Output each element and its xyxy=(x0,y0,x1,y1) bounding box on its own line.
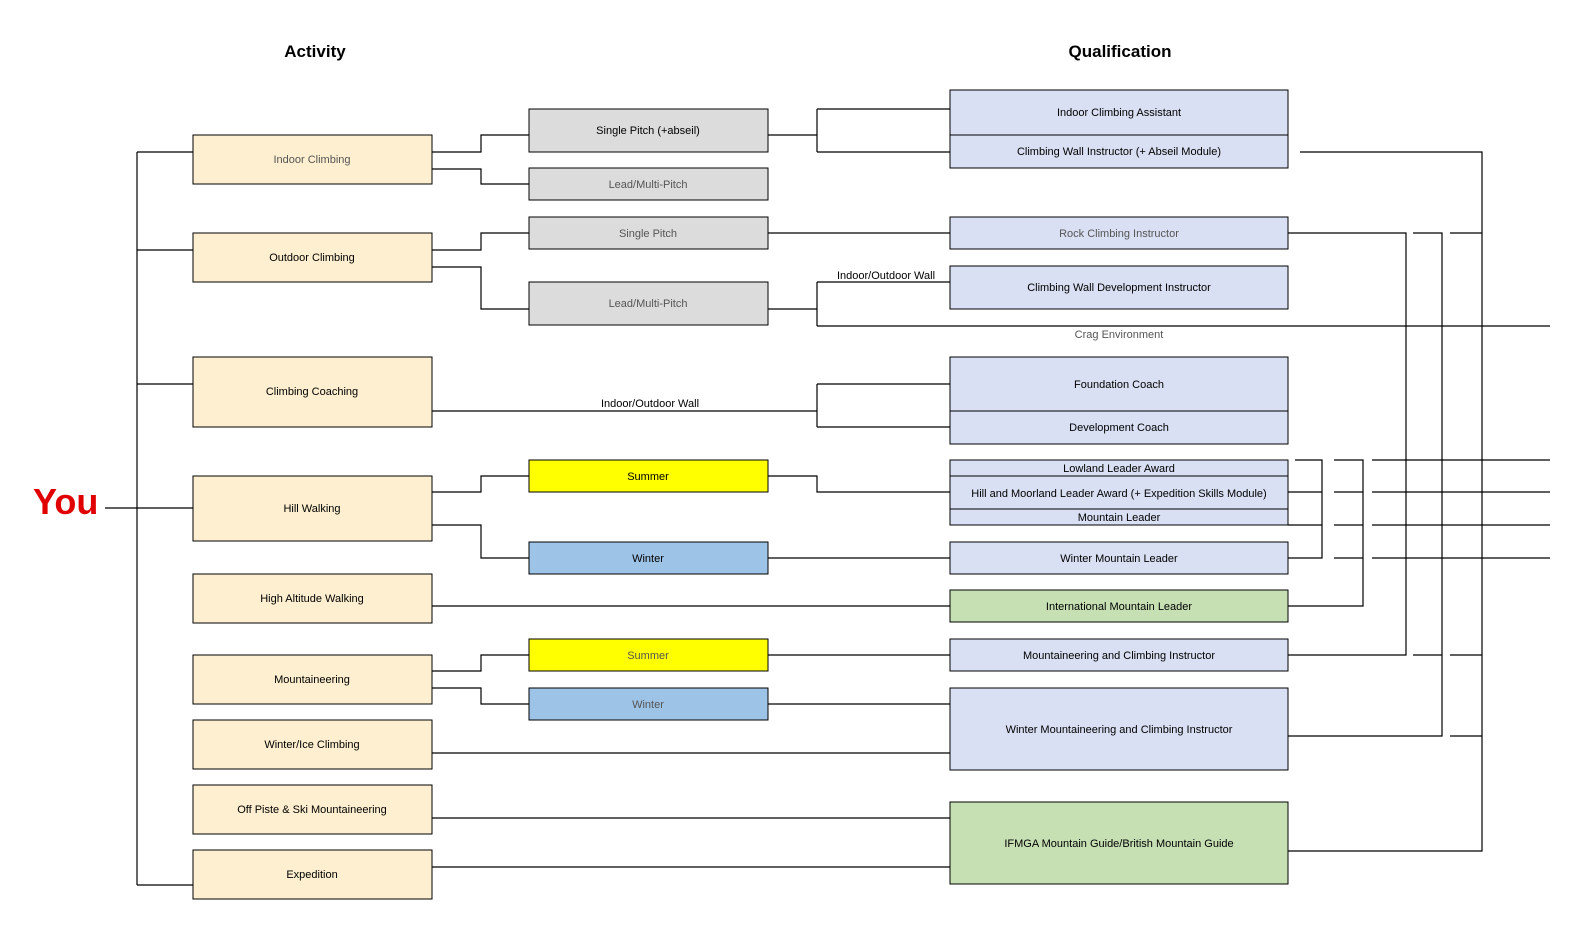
activity-box-outdoor-climbing: Outdoor Climbing xyxy=(192,232,433,283)
svg-text:Hill and Moorland Leader Award: Hill and Moorland Leader Award (+ Expedi… xyxy=(971,488,1266,500)
qual-box-international-mountain-leader: International Mountain Leader xyxy=(949,589,1289,623)
svg-text:Foundation Coach: Foundation Coach xyxy=(1074,379,1164,391)
qual-box-lowland-leader: Lowland Leader Award xyxy=(949,459,1289,477)
svg-text:Climbing Coaching: Climbing Coaching xyxy=(266,386,358,398)
annotation-indoor-outdoor-wall-1: Indoor/Outdoor Wall xyxy=(837,270,935,282)
middle-box-summer-mountaineering: Summer xyxy=(528,638,769,672)
activity-column: Indoor Climbing Outdoor Climbing Climbin… xyxy=(192,134,433,900)
svg-text:Outdoor Climbing: Outdoor Climbing xyxy=(269,252,355,264)
svg-text:High Altitude Walking: High Altitude Walking xyxy=(260,593,364,605)
annotation-crag-environment: Crag Environment xyxy=(1075,329,1164,341)
svg-text:Winter Mountain Leader: Winter Mountain Leader xyxy=(1060,553,1178,565)
svg-text:Expedition: Expedition xyxy=(286,869,337,881)
middle-box-single-pitch-abseil: Single Pitch (+abseil) xyxy=(528,108,769,153)
middle-column: Single Pitch (+abseil) Lead/Multi-Pitch … xyxy=(528,108,769,721)
activity-box-high-altitude-walking: High Altitude Walking xyxy=(192,573,433,624)
svg-text:Mountaineering: Mountaineering xyxy=(274,674,350,686)
svg-text:Winter Mountaineering and Clim: Winter Mountaineering and Climbing Instr… xyxy=(1006,724,1233,736)
activity-box-off-piste: Off Piste & Ski Mountaineering xyxy=(192,784,433,835)
svg-text:Mountain Leader: Mountain Leader xyxy=(1078,512,1161,524)
svg-text:Winter: Winter xyxy=(632,553,664,565)
you-label: You xyxy=(33,481,98,522)
svg-text:International Mountain Leader: International Mountain Leader xyxy=(1046,601,1192,613)
qual-box-ifmga-mountain-guide: IFMGA Mountain Guide/British Mountain Gu… xyxy=(949,801,1289,885)
svg-text:Single Pitch (+abseil): Single Pitch (+abseil) xyxy=(596,125,700,137)
qualification-header: Qualification xyxy=(1069,42,1172,61)
middle-box-winter-mountaineering: Winter xyxy=(528,687,769,721)
middle-box-single-pitch: Single Pitch xyxy=(528,216,769,250)
svg-text:Lowland Leader Award: Lowland Leader Award xyxy=(1063,463,1175,475)
activity-box-hill-walking: Hill Walking xyxy=(192,475,433,542)
annotation-indoor-outdoor-wall-2: Indoor/Outdoor Wall xyxy=(601,398,699,410)
svg-text:Lead/Multi-Pitch: Lead/Multi-Pitch xyxy=(609,179,688,191)
svg-text:Single Pitch: Single Pitch xyxy=(619,228,677,240)
svg-text:IFMGA Mountain Guide/British M: IFMGA Mountain Guide/British Mountain Gu… xyxy=(1004,838,1233,850)
svg-text:Winter: Winter xyxy=(632,699,664,711)
middle-box-summer-hill: Summer xyxy=(528,459,769,493)
svg-text:Indoor Climbing: Indoor Climbing xyxy=(273,154,350,166)
activity-box-climbing-coaching: Climbing Coaching xyxy=(192,356,433,428)
svg-text:Rock Climbing Instructor: Rock Climbing Instructor xyxy=(1059,228,1179,240)
qual-box-mountaineering-climbing-instructor: Mountaineering and Climbing Instructor xyxy=(949,638,1289,672)
svg-text:Indoor Climbing Assistant: Indoor Climbing Assistant xyxy=(1057,107,1181,119)
middle-box-winter-hill: Winter xyxy=(528,541,769,575)
svg-text:Climbing Wall Instructor (+ Ab: Climbing Wall Instructor (+ Abseil Modul… xyxy=(1017,146,1221,158)
activity-box-expedition: Expedition xyxy=(192,849,433,900)
svg-text:Summer: Summer xyxy=(627,650,669,662)
qual-box-hill-moorland-leader: Hill and Moorland Leader Award (+ Expedi… xyxy=(949,475,1289,510)
qual-box-winter-mountain-leader: Winter Mountain Leader xyxy=(949,541,1289,575)
activity-box-winter-ice-climbing: Winter/Ice Climbing xyxy=(192,719,433,770)
activity-box-mountaineering: Mountaineering xyxy=(192,654,433,705)
svg-text:Hill Walking: Hill Walking xyxy=(283,503,340,515)
qual-box-foundation-coach: Foundation Coach xyxy=(949,356,1289,412)
qualification-column: Indoor Climbing Assistant Climbing Wall … xyxy=(949,89,1289,885)
svg-text:Development Coach: Development Coach xyxy=(1069,422,1169,434)
middle-box-lead-multi-pitch-outdoor: Lead/Multi-Pitch xyxy=(528,281,769,326)
connector-lines xyxy=(105,108,1550,886)
svg-text:Off Piste & Ski Mountaineering: Off Piste & Ski Mountaineering xyxy=(237,804,387,816)
qual-box-climbing-wall-development-instructor: Climbing Wall Development Instructor xyxy=(949,265,1289,310)
qual-box-rock-climbing-instructor: Rock Climbing Instructor xyxy=(949,216,1289,250)
qual-box-mountain-leader: Mountain Leader xyxy=(949,508,1289,526)
qual-box-winter-mountaineering-climbing-instructor: Winter Mountaineering and Climbing Instr… xyxy=(949,687,1289,771)
activity-header: Activity xyxy=(284,42,346,61)
svg-text:Lead/Multi-Pitch: Lead/Multi-Pitch xyxy=(609,298,688,310)
middle-box-lead-multi-pitch-indoor: Lead/Multi-Pitch xyxy=(528,167,769,201)
svg-text:Winter/Ice Climbing: Winter/Ice Climbing xyxy=(264,739,359,751)
svg-text:Mountaineering and Climbing In: Mountaineering and Climbing Instructor xyxy=(1023,650,1215,662)
qual-box-indoor-climbing-assistant: Indoor Climbing Assistant xyxy=(949,89,1289,136)
qual-box-development-coach: Development Coach xyxy=(949,410,1289,445)
svg-text:Summer: Summer xyxy=(627,471,669,483)
activity-box-indoor-climbing: Indoor Climbing xyxy=(192,134,433,185)
svg-text:Climbing Wall Development Inst: Climbing Wall Development Instructor xyxy=(1027,282,1211,294)
qual-box-climbing-wall-instructor: Climbing Wall Instructor (+ Abseil Modul… xyxy=(949,134,1289,169)
